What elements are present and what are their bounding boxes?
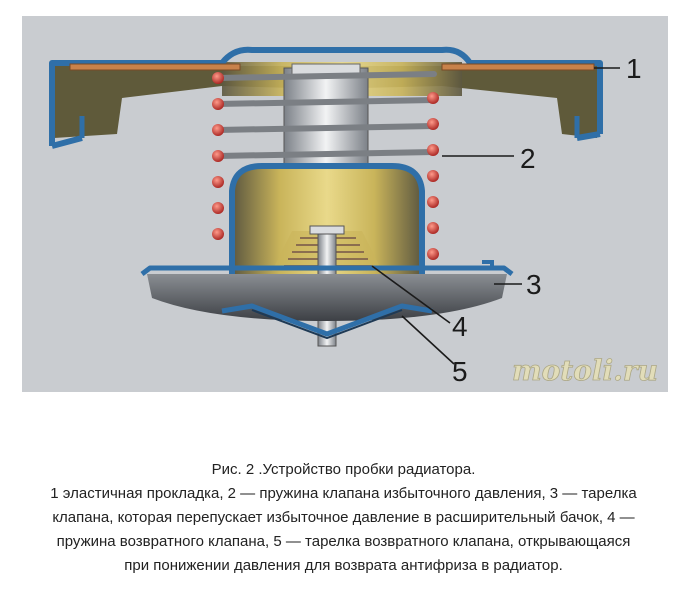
- callout-5: 5: [452, 356, 468, 387]
- caption-line-2: клапана, которая перепускает избыточное …: [52, 509, 635, 526]
- center-stem: [283, 63, 369, 177]
- radiator-cap-illustration: 1 2 3 4 5 motoli.ru: [49, 46, 658, 387]
- callout-3: 3: [526, 269, 542, 300]
- figure-caption: Рис. 2 .Устройство пробки радиатора. 1 э…: [0, 458, 687, 578]
- radiator-cap-diagram: 1 2 3 4 5 motoli.ru: [22, 16, 668, 392]
- callout-1: 1: [626, 53, 642, 84]
- elastic-gasket: [69, 63, 595, 71]
- callout-2: 2: [520, 143, 536, 174]
- caption-title: Рис. 2 .Устройство пробки радиатора.: [211, 461, 476, 478]
- return-valve-plate: [221, 303, 433, 340]
- caption-line-4: при понижении давления для возврата анти…: [124, 557, 563, 574]
- watermark-text: motoli.ru: [512, 354, 658, 387]
- callout-4: 4: [452, 311, 468, 342]
- pressure-spring: [212, 71, 439, 260]
- caption-line-1: 1 эластичная прокладка, 2 — пружина клап…: [50, 485, 637, 502]
- caption-line-3: пружина возвратного клапана, 5 — тарелка…: [56, 533, 631, 550]
- leader-lines: [371, 67, 620, 365]
- valve-housing: [229, 163, 425, 278]
